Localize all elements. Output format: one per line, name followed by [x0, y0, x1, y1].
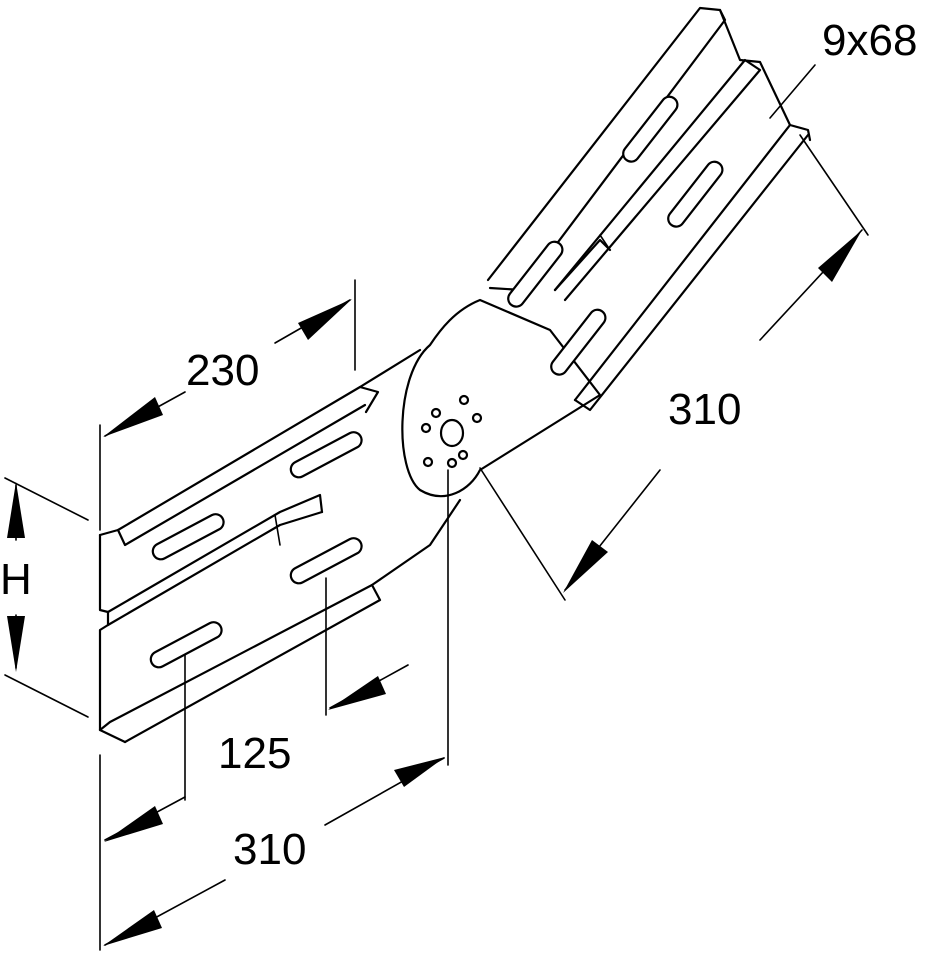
slot [289, 537, 363, 585]
left-channel-section [98, 348, 462, 744]
dimension-slot-leader [769, 64, 816, 119]
right-channel-section [486, 6, 812, 412]
slot [507, 240, 564, 308]
slot [149, 621, 223, 669]
slot [550, 308, 607, 376]
swivel-disc [401, 298, 602, 498]
dimension-230 [99, 279, 356, 531]
dimension-125 [325, 577, 409, 716]
label-310-right: 310 [668, 385, 741, 434]
slot [622, 95, 679, 163]
label-height: H [0, 555, 32, 604]
slot [151, 513, 225, 561]
slot [667, 160, 724, 228]
slot [289, 431, 363, 479]
label-230: 230 [186, 346, 259, 395]
label-9x68: 9x68 [822, 16, 917, 65]
label-310-left: 310 [233, 825, 306, 874]
dimension-310-right [479, 134, 869, 601]
label-125: 125 [218, 729, 291, 778]
dimension-310-left [99, 469, 449, 951]
pivot-hole [439, 418, 465, 448]
dimension-height [4, 477, 89, 718]
